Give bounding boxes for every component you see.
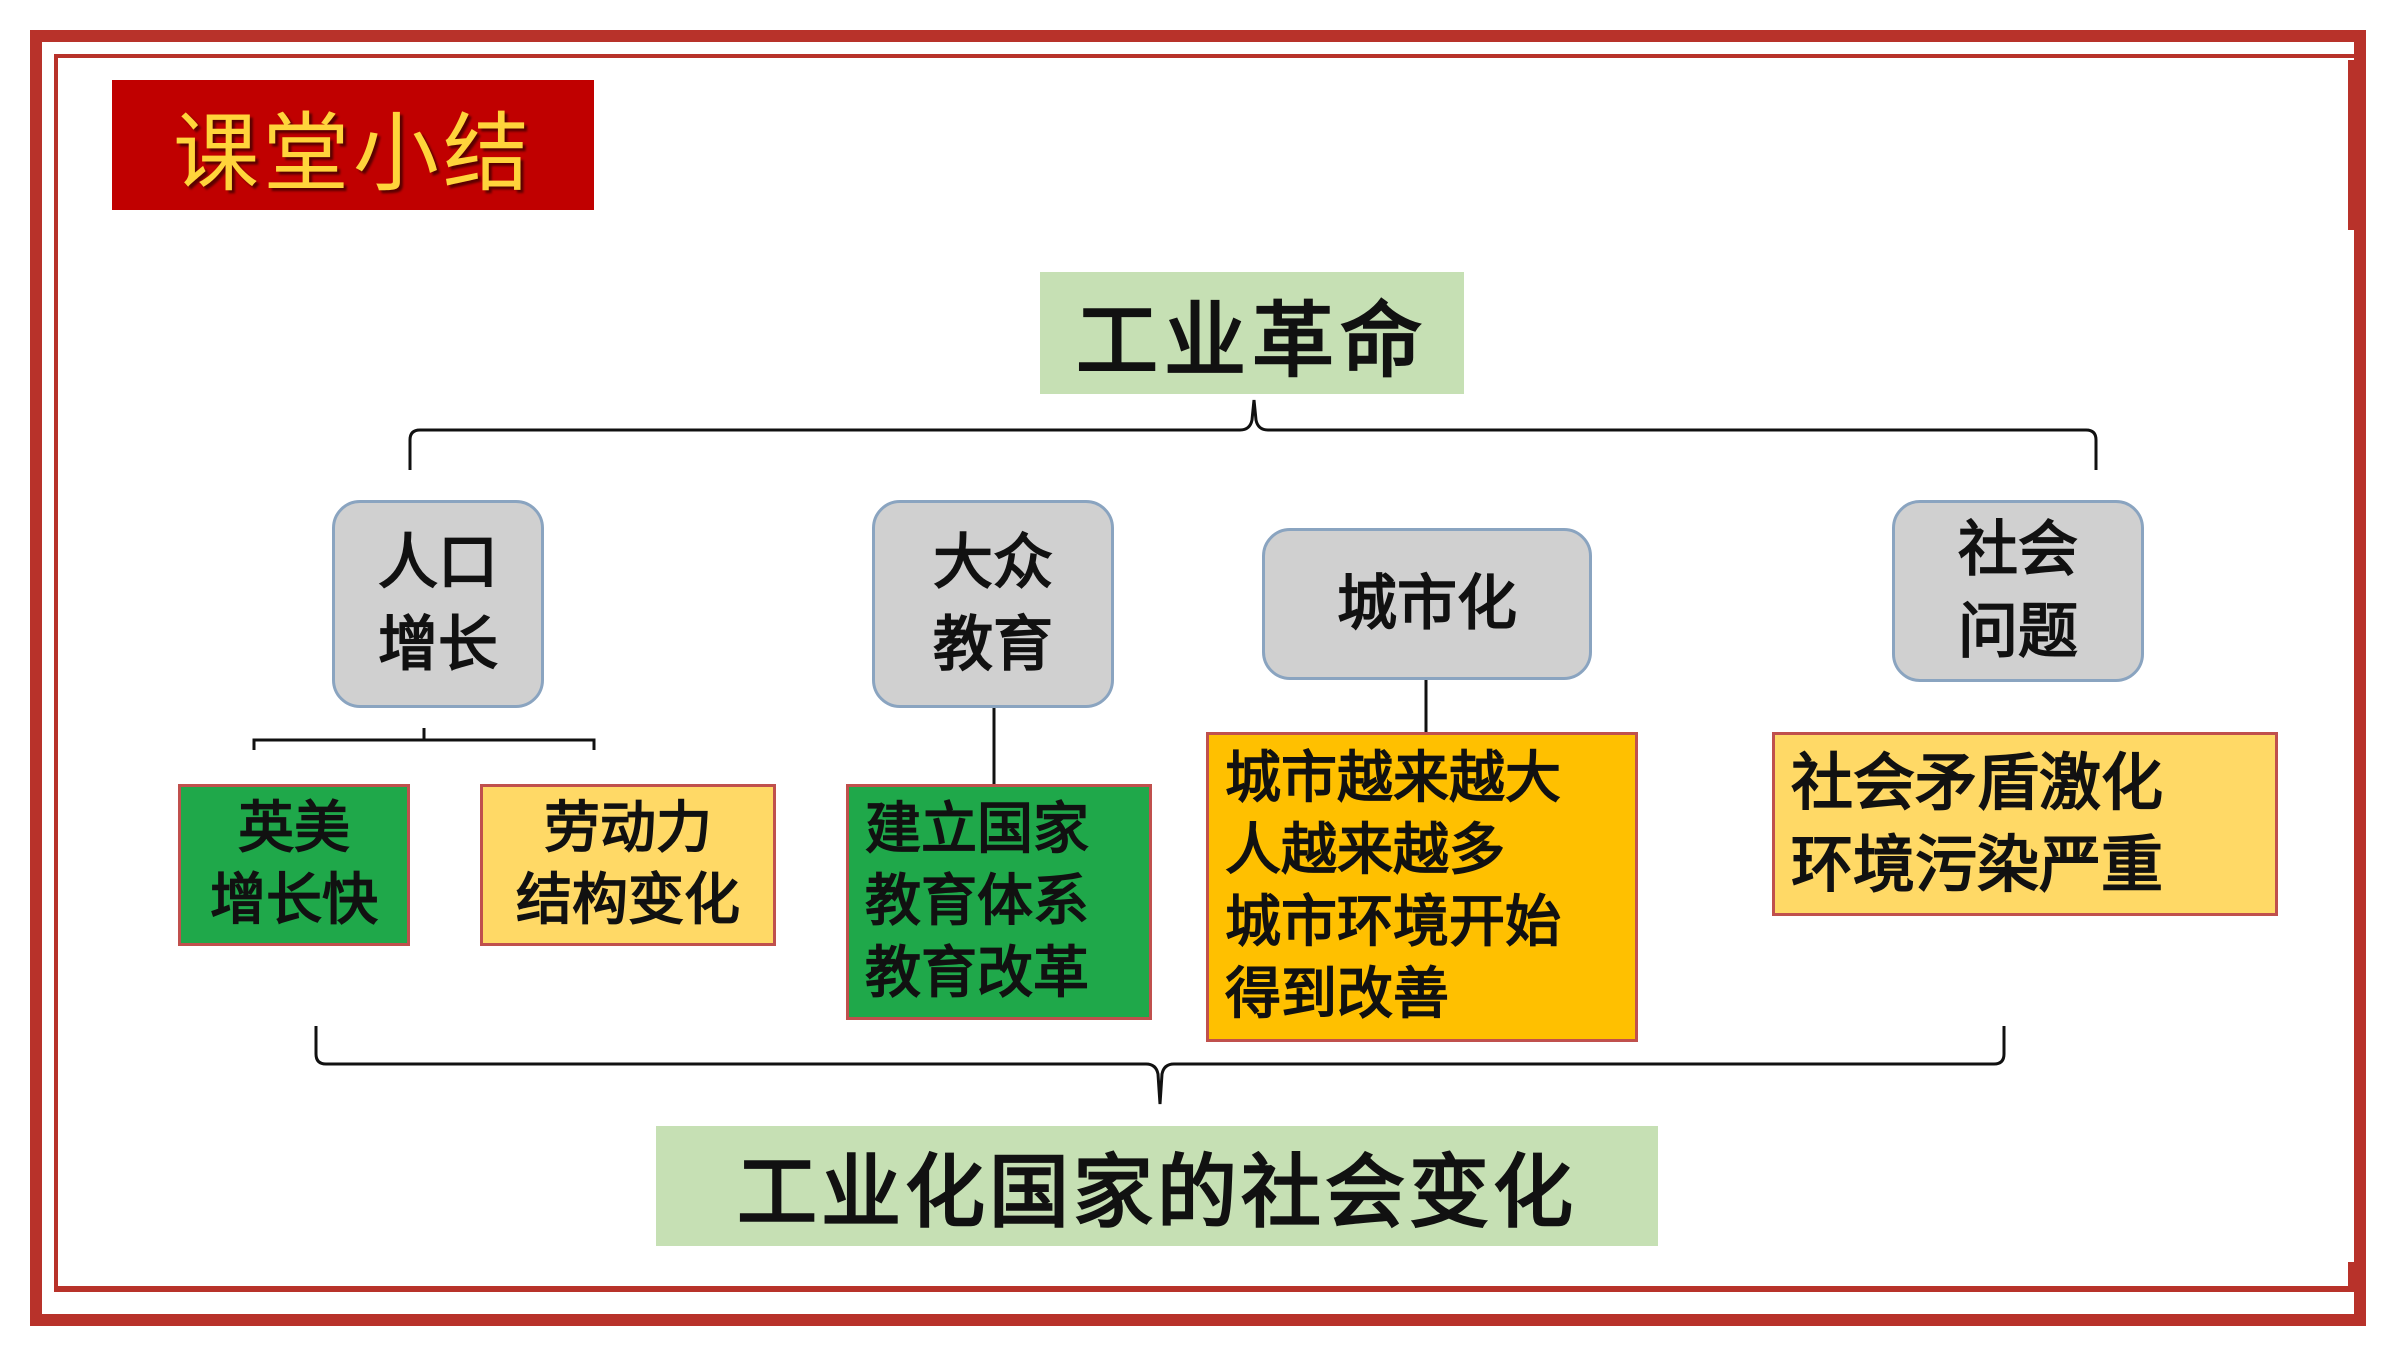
leaf-city-growth: 城市越来越大 人越来越多 城市环境开始 得到改善 — [1206, 732, 1638, 1042]
summary-node: 工业化国家的社会变化 — [656, 1126, 1658, 1246]
slide-title-box: 课堂小结 — [112, 80, 594, 210]
leaf-national-education-system: 建立国家 教育体系 教育改革 — [846, 784, 1152, 1020]
inner-frame — [54, 54, 2354, 1290]
node-social-problems: 社会 问题 — [1892, 500, 2144, 682]
root-node: 工业革命 — [1040, 272, 1464, 394]
inner-frame-bottom — [54, 1286, 2354, 1292]
node-urbanization: 城市化 — [1262, 528, 1592, 680]
leaf-us-uk-fast-growth: 英美 增长快 — [178, 784, 410, 946]
inner-frame-right — [2348, 60, 2354, 230]
inner-frame-corner — [2348, 1262, 2354, 1290]
slide-title: 课堂小结 — [173, 103, 533, 204]
leaf-social-conflicts: 社会矛盾激化 环境污染严重 — [1772, 732, 2278, 916]
population-branch — [252, 728, 596, 750]
outer-frame — [30, 30, 2366, 1326]
top-brace — [408, 399, 2098, 470]
node-mass-education: 大众 教育 — [872, 500, 1114, 708]
node-population-growth: 人口 增长 — [332, 500, 544, 708]
bottom-brace — [314, 1026, 2006, 1105]
leaf-labor-structure-change: 劳动力 结构变化 — [480, 784, 776, 946]
